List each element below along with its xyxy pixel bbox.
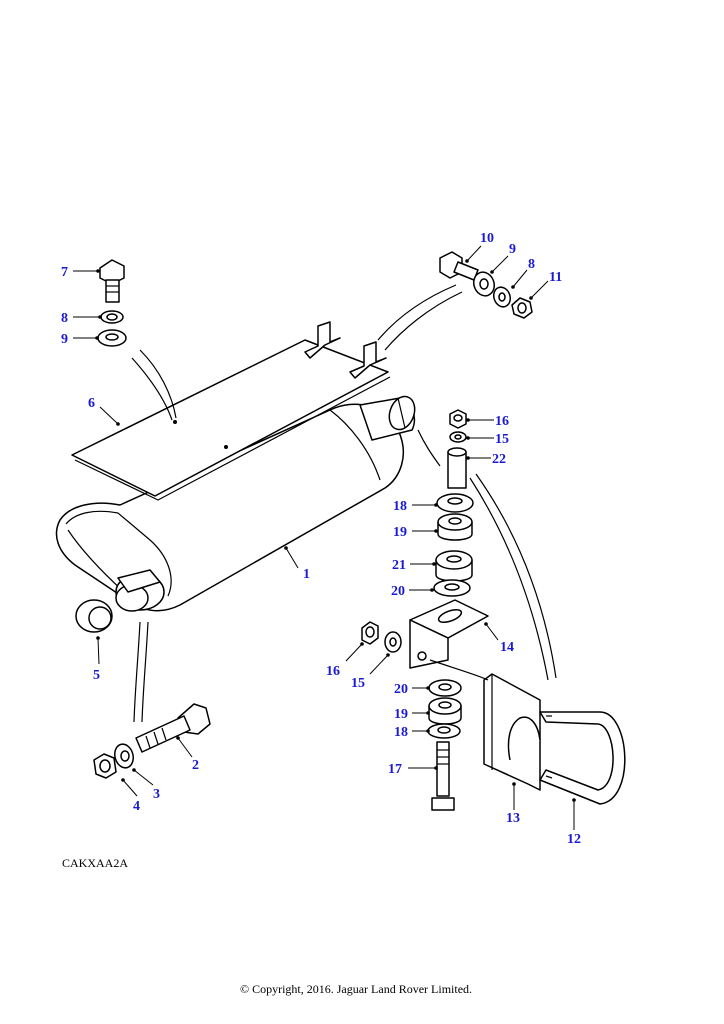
callout-15-upper: 15 <box>495 432 509 447</box>
bush-19-lower <box>428 697 462 725</box>
callout-18-lower: 18 <box>394 725 408 740</box>
washer-9-top <box>97 329 127 347</box>
washer-18-upper <box>436 493 474 513</box>
assembly-line-front-b <box>141 621 149 723</box>
assembly-line-top-right-b <box>384 291 463 351</box>
washer-9-top-right <box>472 271 496 297</box>
gasket-ring <box>75 599 113 633</box>
callout-9-right: 9 <box>509 242 516 257</box>
callout-20-lower: 20 <box>394 682 408 697</box>
callout-9-top: 9 <box>61 332 68 347</box>
callout-17: 17 <box>388 762 402 777</box>
outlet-pipe <box>359 395 416 441</box>
callout-16-upper: 16 <box>495 414 509 429</box>
nut-4 <box>93 753 117 779</box>
callout-2: 2 <box>192 758 199 773</box>
callout-19-upper: 19 <box>393 525 407 540</box>
bush-21 <box>435 550 473 582</box>
u-bolt-clamp-12 <box>539 711 626 805</box>
assembly-line-bracket <box>429 659 489 681</box>
callout-8-right: 8 <box>528 257 535 272</box>
bracket-14 <box>409 599 489 669</box>
callout-18-upper: 18 <box>393 499 407 514</box>
nut-11 <box>511 297 533 319</box>
callout-6: 6 <box>88 396 95 411</box>
callout-22: 22 <box>492 452 506 467</box>
spacer-tube-22 <box>447 447 467 489</box>
callout-1: 1 <box>303 567 310 582</box>
callout-8-top: 8 <box>61 311 68 326</box>
washer-18-lower <box>427 723 461 739</box>
washer-8-top-right <box>492 286 512 308</box>
assembly-line-stack-right-b <box>475 473 557 679</box>
washer-15-upper <box>449 431 467 443</box>
washer-8-top <box>100 310 124 324</box>
heat-shield <box>71 321 391 501</box>
bolt-2 <box>135 703 211 753</box>
washer-20-lower <box>428 679 462 697</box>
mounting-bracket-13 <box>483 673 541 791</box>
copyright-notice: © Copyright, 2016. Jaguar Land Rover Lim… <box>239 982 473 996</box>
callout-labels: 7 8 9 6 10 9 8 11 16 15 22 18 19 21 20 1… <box>61 231 581 847</box>
inlet-pipe <box>115 569 165 612</box>
assembly-line-front-a <box>133 621 141 723</box>
leader-lines <box>73 245 576 830</box>
callout-10: 10 <box>480 231 494 246</box>
bolt-7 <box>99 259 125 303</box>
callout-15-lower: 15 <box>351 676 365 691</box>
callout-4: 4 <box>133 799 140 814</box>
callout-5: 5 <box>93 668 100 683</box>
silencer-body <box>55 403 405 612</box>
assembly-line-stack-left <box>417 429 441 467</box>
washer-20-upper <box>433 579 471 597</box>
assembly-line-stack-right-a <box>469 477 549 681</box>
callout-12: 12 <box>567 832 581 847</box>
bush-19-upper <box>437 513 473 541</box>
bolt-17 <box>431 741 455 811</box>
illustration-reference-code: CAKXAA2A <box>62 856 128 870</box>
assembly-line-top-left-b <box>131 357 173 421</box>
bolt-10 <box>439 251 479 281</box>
callout-11: 11 <box>549 270 562 285</box>
washer-15-lower <box>384 631 402 653</box>
callout-20-upper: 20 <box>391 584 405 599</box>
callout-3: 3 <box>153 787 160 802</box>
assembly-line-top-left-a <box>139 349 177 419</box>
callout-16-lower: 16 <box>326 664 340 679</box>
assembly-line-top-right-a <box>377 284 457 341</box>
washer-3 <box>114 743 134 769</box>
callout-19-lower: 19 <box>394 707 408 722</box>
callout-14: 14 <box>500 640 514 655</box>
callout-13: 13 <box>506 811 520 826</box>
nut-16-lower <box>361 621 379 645</box>
callout-21: 21 <box>392 558 406 573</box>
callout-7: 7 <box>61 265 68 280</box>
nut-16-upper <box>449 409 467 429</box>
